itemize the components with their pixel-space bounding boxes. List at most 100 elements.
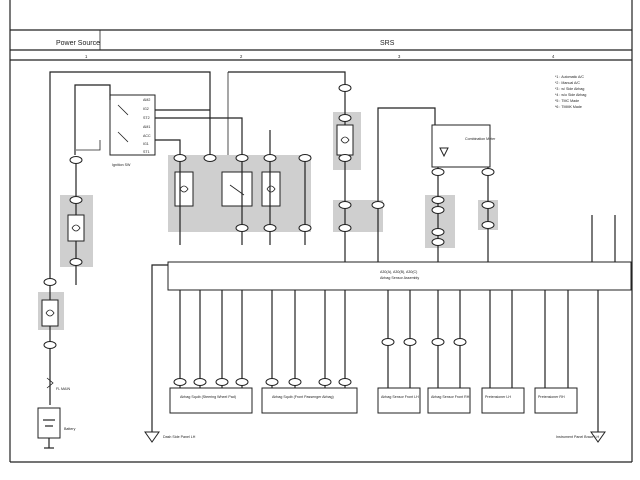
wire-am2	[49, 71, 211, 280]
pretensioner-lh-label: Pretensioner LH	[485, 395, 511, 399]
ig-term-st1: ST1	[143, 150, 150, 154]
fusible-link	[46, 377, 54, 389]
power-source-title: Power Source	[56, 40, 100, 47]
combination-meter	[431, 124, 491, 168]
wire-ground-dash	[151, 264, 168, 432]
conn-7	[203, 154, 217, 162]
conn-32	[173, 378, 187, 386]
conn-29	[403, 338, 417, 346]
column-3: 3	[398, 54, 401, 59]
wire-am1	[74, 84, 111, 155]
srs-title: SRS	[380, 40, 395, 47]
sensor-rh-label: Airbag Sensor Front RH	[431, 395, 470, 399]
conn-23	[431, 228, 445, 236]
conn-33	[193, 378, 207, 386]
sensor-assembly-label: Airbag Sensor Assembly	[380, 276, 419, 280]
conn-21	[431, 196, 445, 204]
conn-2	[69, 196, 83, 204]
wire-acc	[155, 139, 181, 155]
ground-ip-label: Instrument Panel Brace LH	[556, 435, 600, 439]
ig-contact-2	[117, 131, 129, 143]
conn-14	[338, 84, 352, 92]
relay-fuse-a	[174, 171, 194, 207]
legend-4: *4 : w/o Side Airbag	[555, 93, 586, 97]
conn-25	[481, 168, 495, 176]
main-fuse	[41, 299, 59, 327]
conn-4	[43, 278, 57, 286]
pretensioner-rh	[534, 387, 578, 414]
conn-28	[381, 338, 395, 346]
relay-fuse-a-symbol	[179, 185, 189, 193]
connector-markers	[43, 84, 495, 386]
legend-1: *1 : Automatic A/C	[555, 75, 584, 79]
conn-12	[263, 224, 277, 232]
wire-to-fuse-2	[228, 71, 346, 85]
conn-18	[371, 201, 385, 209]
conn-11	[235, 224, 249, 232]
conn-10	[298, 154, 312, 162]
conn-6	[173, 154, 187, 162]
legend-2: *2 : Manual A/C	[555, 81, 580, 85]
ground-dash-symbol	[144, 431, 160, 443]
squib-passenger-label: Airbag Squib (Front Passenger Airbag)	[272, 395, 334, 399]
column-2: 2	[240, 54, 243, 59]
squib-driver-label: Airbag Squib (Steering Wheel Pad)	[180, 395, 236, 399]
wire-ig-loop	[76, 140, 101, 151]
meter-led	[439, 147, 449, 158]
relay-fuse-b	[261, 171, 281, 207]
conn-30	[431, 338, 445, 346]
legend-6: *6 : TMMK Made	[555, 105, 582, 109]
sensor-lh	[377, 387, 421, 414]
battery	[37, 407, 61, 439]
fuse-2	[336, 124, 354, 156]
wire-st2	[155, 117, 243, 155]
main-fuse-symbol	[45, 309, 55, 317]
squib-driver	[169, 387, 253, 414]
conn-13	[298, 224, 312, 232]
ig-contact-1	[117, 104, 129, 116]
conn-31	[453, 338, 467, 346]
wire-to-meter	[377, 107, 436, 265]
ig-term-ig1: IG1	[143, 142, 149, 146]
conn-35	[235, 378, 249, 386]
ignition-switch	[109, 94, 156, 156]
squib-passenger	[261, 387, 358, 414]
conn-19	[338, 224, 352, 232]
battery-label: Battery	[64, 427, 76, 431]
conn-15	[338, 114, 352, 122]
ig-term-am2: AM2	[143, 98, 150, 102]
conn-1	[69, 156, 83, 164]
ig-term-ig2: IG2	[143, 107, 149, 111]
legend-3: *3 : w/ Side Airbag	[555, 87, 584, 91]
ig-term-am1: AM1	[143, 125, 150, 129]
conn-38	[318, 378, 332, 386]
conn-9	[263, 154, 277, 162]
column-1: 1	[85, 54, 88, 59]
conn-3	[69, 258, 83, 266]
conn-27	[481, 221, 495, 229]
fl-main-label: FL MAIN	[56, 387, 70, 391]
sensor-connector-label: A30(A), A30(B), A30(C)	[380, 270, 417, 274]
conn-34	[215, 378, 229, 386]
fuse-1	[67, 214, 85, 242]
pretensioner-rh-label: Pretensioner RH	[538, 395, 565, 399]
relay-fuse-b-symbol	[266, 185, 276, 193]
legend-5: *5 : TMC Made	[555, 99, 579, 103]
relay-switch	[221, 171, 253, 207]
ground-dash-label: Dash Side Panel LH	[163, 435, 196, 439]
sensor-rh	[427, 387, 471, 414]
sensor-lh-label: Airbag Sensor Front LH	[381, 395, 419, 399]
conn-24	[431, 238, 445, 246]
conn-20	[431, 168, 445, 176]
conn-16	[338, 154, 352, 162]
conn-26	[481, 201, 495, 209]
conn-5	[43, 341, 57, 349]
combination-meter-label: Combination Meter	[465, 137, 496, 141]
ig-term-st2: ST2	[143, 116, 150, 120]
ignition-switch-label: Ignition SW	[112, 163, 131, 167]
conn-39	[338, 378, 352, 386]
airbag-sensor-assembly	[167, 261, 632, 291]
conn-37	[288, 378, 302, 386]
fuse-2-symbol	[340, 136, 350, 144]
